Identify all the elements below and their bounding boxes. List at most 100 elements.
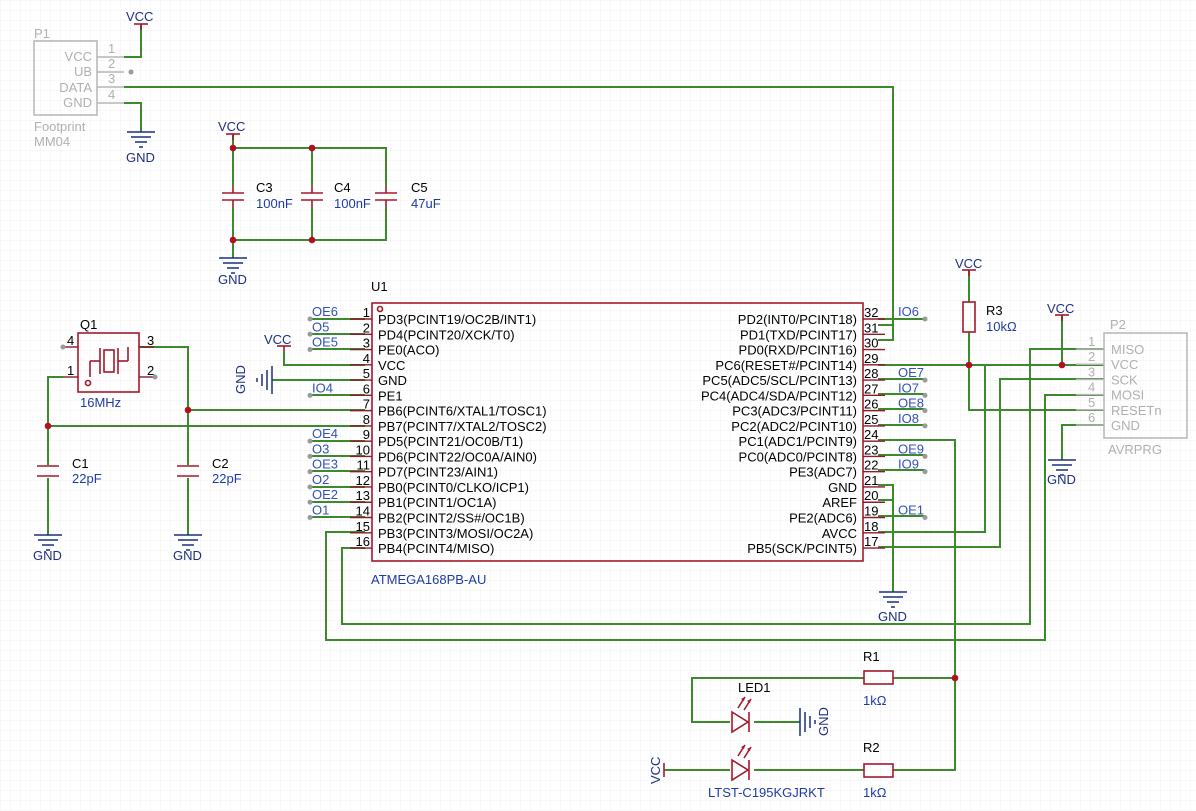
ic-pin-name: PD7(PCINT23/AIN1) <box>378 465 498 480</box>
ic-pin-number: 20 <box>864 488 878 503</box>
ic-pin-number: 9 <box>363 427 370 442</box>
p1-pin-num: 2 <box>108 56 115 71</box>
ic-pin-number: 6 <box>363 381 370 396</box>
resistor-r2[interactable]: R2 1kΩ <box>863 740 894 800</box>
capacitor-c3[interactable]: C3 100nF <box>222 180 293 211</box>
resistor-r1[interactable]: R1 1kΩ <box>863 649 894 708</box>
p1-pin-name: VCC <box>65 49 92 64</box>
vcc-symbol-u1: VCC <box>264 332 291 352</box>
gnd-symbol-p1: GND <box>126 131 155 165</box>
junctions <box>44 144 1066 682</box>
ic-pin-name: PC4(ADC4/SDA/PCINT12) <box>701 388 857 403</box>
cap-value: 22pF <box>72 471 102 486</box>
net-label: O2 <box>312 472 329 487</box>
net-endpoint-dot <box>307 316 313 322</box>
connector-value: AVRPRG <box>1108 442 1162 457</box>
svg-text:GND: GND <box>233 365 248 394</box>
ic-pin-name: GND <box>828 480 857 495</box>
ic-pin-number: 5 <box>363 366 370 381</box>
vcc-symbol-p2: VCC <box>1047 301 1074 321</box>
connector-pin-number: 6 <box>1088 410 1095 425</box>
ic-pin-name: PC3(ADC3/PCINT11) <box>732 404 857 419</box>
ic-pin-name: PD1(TXD/PCINT17) <box>740 327 857 342</box>
net-label: IO8 <box>898 411 919 426</box>
vcc-symbol-r3: VCC <box>955 256 982 276</box>
ic-pin-name: PB2(PCINT2/SS#/OC1B) <box>378 511 525 526</box>
cap-ref: C2 <box>212 456 229 471</box>
net-label: OE3 <box>312 457 338 472</box>
led-status[interactable]: LTST-C195KGJRKT <box>708 744 825 800</box>
ic-pin-name: PC1(ADC1/PCINT9) <box>739 434 857 449</box>
ic-pin-number: 21 <box>864 473 878 488</box>
gnd-symbol-led1: GND <box>799 707 831 736</box>
ic-pin-number: 16 <box>356 534 370 549</box>
net-endpoint-dot <box>307 515 313 521</box>
capacitor-c5[interactable]: C5 47uF <box>375 180 441 211</box>
net-endpoint-dot <box>922 408 928 414</box>
ic-pin-number: 26 <box>864 397 878 412</box>
net-endpoint-dot <box>307 347 313 353</box>
p1-footprint: Footprint <box>34 119 86 134</box>
svg-text:GND: GND <box>878 609 907 624</box>
resistor-ref: R1 <box>863 649 880 664</box>
net-endpoint-dot <box>922 377 928 383</box>
ic-pin-number: 19 <box>864 504 878 519</box>
crystal-pin-num: 1 <box>67 363 74 378</box>
gnd-symbol-u1: GND <box>233 365 273 394</box>
ic-pin-name: PB5(SCK/PCINT5) <box>747 541 857 556</box>
ic-pin-number: 11 <box>357 458 371 473</box>
capacitor-c4[interactable]: C4 100nF <box>301 180 371 211</box>
ic-pin-name: VCC <box>378 358 405 373</box>
p1-pin-name: UB <box>74 64 92 79</box>
resistor-r3[interactable]: R3 10kΩ <box>962 301 1017 334</box>
capacitor-c2[interactable]: C2 22pF <box>177 456 242 486</box>
p1-connector[interactable]: P1 Footprint MM04 VCC UB DATA GND 1 2 3 … <box>33 26 134 149</box>
ic-pin-number: 7 <box>363 397 370 412</box>
ic-pin-number: 22 <box>864 458 878 473</box>
ic-pin-name: PD6(PCINT22/OC0A/AIN0) <box>378 449 537 464</box>
net-label: OE9 <box>898 441 924 456</box>
net-endpoint-dot <box>307 499 313 505</box>
net-label: OE8 <box>898 396 924 411</box>
ic-pin-name: PC2(ADC2/PCINT10) <box>731 419 857 434</box>
connector-pin-name: MISO <box>1111 342 1144 357</box>
cap-value: 47uF <box>411 196 441 211</box>
net-endpoint-dot <box>922 515 928 521</box>
net-label: OE6 <box>312 304 338 319</box>
connector-pin-number: 1 <box>1088 334 1095 349</box>
no-connect-dot <box>128 69 134 75</box>
resistor-value: 1kΩ <box>863 693 887 708</box>
svg-text:VCC: VCC <box>264 332 291 347</box>
gnd-symbol-c2: GND <box>173 534 202 563</box>
led-led1[interactable]: LED1 <box>731 680 771 734</box>
crystal-pin-num: 4 <box>67 333 74 348</box>
net-label: O3 <box>312 441 329 456</box>
ic-pin-number: 32 <box>864 305 878 320</box>
ic-pin-name: PD2(INT0/PCINT18) <box>738 312 857 327</box>
connector-pin-number: 5 <box>1088 395 1095 410</box>
svg-text:VCC: VCC <box>1047 301 1074 316</box>
connector-pin-number: 3 <box>1088 364 1095 379</box>
capacitor-c1[interactable]: C1 22pF <box>37 456 102 486</box>
ic-pin-number: 15 <box>356 519 370 534</box>
cap-ref: C3 <box>256 180 273 195</box>
net-label: OE2 <box>312 487 338 502</box>
ic-pin-number: 10 <box>356 442 370 457</box>
led-ref: LED1 <box>738 680 771 695</box>
resistor-ref: R2 <box>863 740 880 755</box>
cap-ref: C1 <box>72 456 89 471</box>
net-endpoint-dot <box>922 469 928 475</box>
gnd-symbol-u1-pin21: GND <box>878 591 907 624</box>
crystal-pin-num: 3 <box>147 333 154 348</box>
ic-pin-number: 27 <box>864 381 878 396</box>
ic-pin-number: 28 <box>864 366 878 381</box>
svg-text:VCC: VCC <box>955 256 982 271</box>
ic-pin-name: PD0(RXD/PCINT16) <box>739 343 857 358</box>
crystal-q1[interactable]: Q1 16MHz 4 1 3 2 <box>60 317 158 410</box>
cap-value: 100nF <box>256 196 293 211</box>
